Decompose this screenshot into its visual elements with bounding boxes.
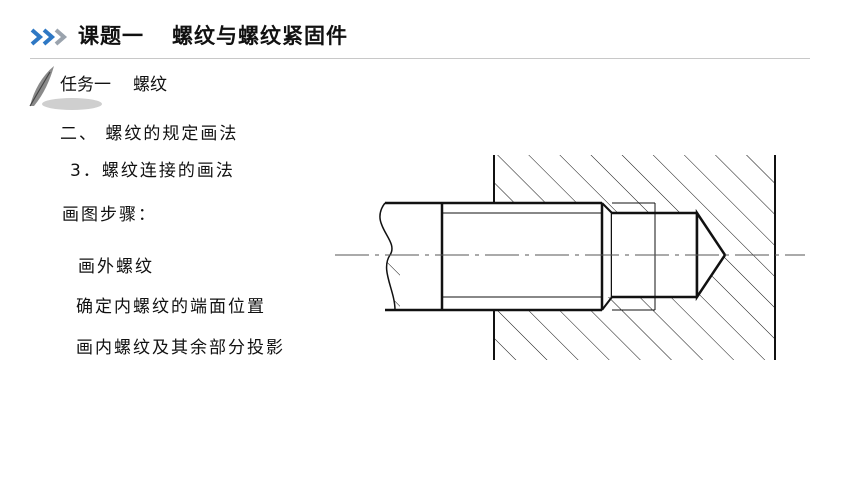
page-title: 课题一 螺纹与螺纹紧固件 [78,20,348,50]
triple-chevron-icon [30,28,68,46]
steps-title: 画图步骤： [62,205,157,225]
lesson-label: 课题一 [78,24,144,48]
task-heading: 任务一 螺纹 [60,70,167,95]
lesson-title: 螺纹与螺纹紧固件 [172,24,348,48]
step-item: 画内螺纹及其余部分投影 [76,338,285,358]
quill-pen-icon [29,66,102,110]
header-divider [30,58,810,59]
task-label: 任务一 [60,75,111,95]
section-heading: 二、 螺纹的规定画法 [60,124,239,144]
task-name: 螺纹 [133,75,167,95]
step-item: 画外螺纹 [78,257,154,277]
step-item: 确定内螺纹的端面位置 [76,297,266,317]
threaded-connection-drawing [335,155,805,360]
subsection-heading: 3．螺纹连接的画法 [70,161,235,181]
